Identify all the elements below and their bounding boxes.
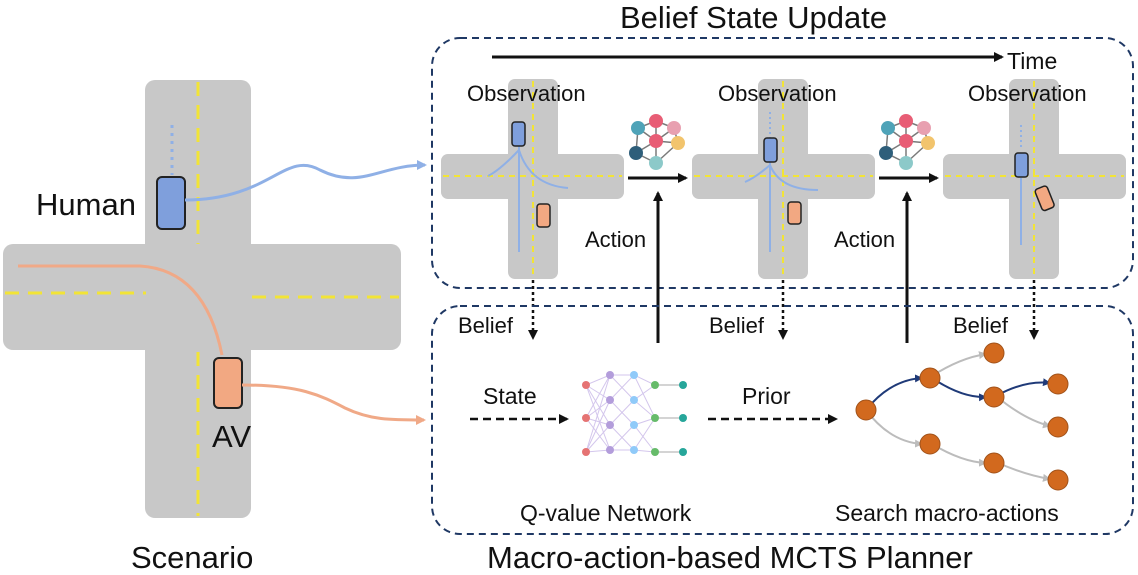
scenario-intersection [3,80,401,518]
planner-caption: Macro-action-based MCTS Planner [487,540,973,575]
graph-network-icon [879,114,935,170]
belief-update-title: Belief State Update [620,0,887,35]
human-to-belief-arrow [184,160,427,202]
time-label: Time [1007,48,1057,74]
av-vehicle [536,203,551,228]
prior-label: Prior [742,383,791,409]
graph-network-icon [629,114,685,170]
observation-label-3: Observation [968,81,1087,106]
av-vehicle [787,201,802,225]
av-trajectory [18,264,224,356]
human-vehicle [1014,152,1029,178]
belief-label-2: Belief [709,313,765,338]
av-to-planner-arrow [241,383,426,425]
av-vehicle [1034,185,1055,212]
action-label-1: Action [585,227,646,252]
human-vehicle [156,176,186,230]
horizontal-road [3,244,401,350]
belief-label-1: Belief [458,313,514,338]
observation-intersection-2 [692,79,875,279]
mcts-planner-panel [431,305,1134,535]
action-label-2: Action [834,227,895,252]
human-vehicle [763,137,778,163]
human-vehicle [511,121,526,147]
search-label: Search macro-actions [835,500,1059,526]
belief-label-3: Belief [953,313,1009,338]
human-label: Human [36,187,136,222]
scenario-caption: Scenario [131,540,253,575]
av-vehicle [213,357,243,409]
observation-label-2: Observation [718,81,837,106]
q-network-label: Q-value Network [520,500,692,526]
neural-network-icon [582,371,687,456]
observation-intersection-3 [943,79,1126,279]
state-label: State [483,383,537,409]
search-tree [855,342,1069,491]
observation-intersection-1 [441,79,624,279]
observation-label-1: Observation [467,81,586,106]
av-label: AV [212,419,251,454]
